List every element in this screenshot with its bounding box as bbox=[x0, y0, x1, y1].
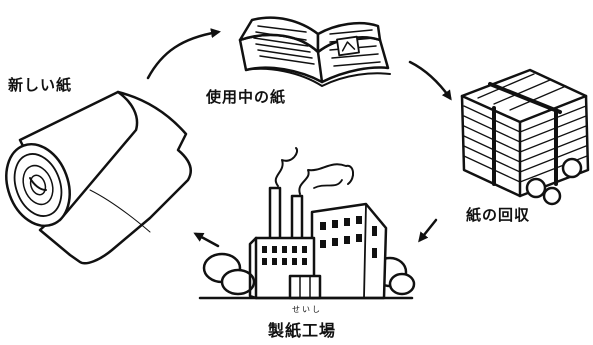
label-paper-collection: 紙の回収 bbox=[466, 206, 531, 224]
cycle-arrow-icon bbox=[146, 28, 452, 248]
paper-stack-icon bbox=[460, 68, 590, 206]
paper-mill-icon bbox=[198, 147, 416, 300]
label-paper-mill-reading: せいし bbox=[292, 305, 322, 314]
label-paper-mill: 製紙工場 bbox=[268, 321, 337, 340]
arrow-book-to-stack bbox=[408, 60, 452, 101]
label-new-paper: 新しい紙 bbox=[8, 76, 73, 94]
arrow-roll-to-book bbox=[146, 28, 221, 80]
open-book-icon bbox=[238, 16, 391, 87]
label-used-paper: 使用中の紙 bbox=[206, 88, 287, 106]
arrow-stack-to-mill bbox=[418, 218, 438, 243]
paper-roll-icon bbox=[5, 90, 192, 265]
arrow-mill-to-roll bbox=[193, 232, 220, 248]
